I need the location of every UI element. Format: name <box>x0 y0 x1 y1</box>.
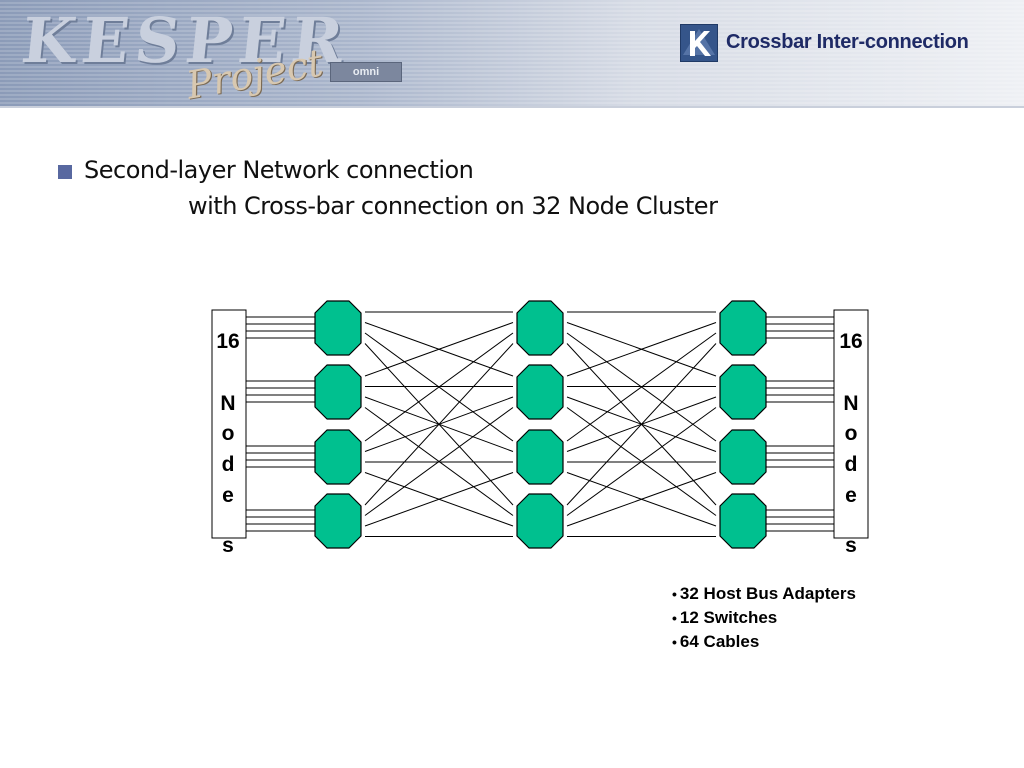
left-nodes-label-letter: o <box>222 422 235 445</box>
header-texture <box>0 0 1024 108</box>
k-logo-icon <box>680 24 718 62</box>
switch <box>719 493 767 549</box>
network-links <box>246 311 834 537</box>
crossbar-link <box>364 407 514 516</box>
bullet-icon: • <box>672 610 677 626</box>
slide-title: Crossbar Inter-connection <box>726 31 969 53</box>
switch <box>314 493 362 549</box>
switches <box>314 300 767 549</box>
crossbar-link <box>566 343 717 506</box>
bullet-icon: • <box>672 586 677 602</box>
crossbar-link <box>364 322 514 377</box>
heading-line-1: Second-layer Network connection <box>84 156 474 184</box>
switch <box>516 493 564 549</box>
crossbar-link <box>566 407 717 516</box>
left-node-rack <box>211 309 247 539</box>
right-nodes-label-letter: d <box>845 453 858 476</box>
crossbar-link <box>566 472 717 527</box>
left-nodes-label-letter: d <box>222 453 235 476</box>
left-nodes-label-letter: e <box>222 484 234 507</box>
switch <box>719 364 767 420</box>
left-nodes-label-letter: s <box>222 534 234 557</box>
crossbar-link <box>566 332 717 442</box>
switch <box>516 429 564 485</box>
right-node-count: 16 <box>839 330 862 353</box>
switch <box>314 364 362 420</box>
switch <box>516 364 564 420</box>
node-racks <box>211 309 869 539</box>
right-node-rack <box>833 309 869 539</box>
left-nodes-label-letter: N <box>220 392 235 415</box>
stats-list: •32 Host Bus Adapters •12 Switches •64 C… <box>672 582 856 654</box>
heading-bullet-icon <box>58 165 72 179</box>
switch <box>314 300 362 356</box>
crossbar-link <box>364 343 514 506</box>
header-divider <box>0 106 1024 108</box>
stat-hba: •32 Host Bus Adapters <box>672 582 856 606</box>
switch <box>314 429 362 485</box>
stat-cables: •64 Cables <box>672 630 856 654</box>
switch <box>719 429 767 485</box>
stat-hba-text: 32 Host Bus Adapters <box>679 584 856 603</box>
header-banner <box>0 0 1024 108</box>
crossbar-link <box>566 322 717 377</box>
right-nodes-label-letter: o <box>845 422 858 445</box>
stat-switches: •12 Switches <box>672 606 856 630</box>
crossbar-link <box>364 332 514 442</box>
heading-line-2: with Cross-bar connection on 32 Node Clu… <box>188 192 718 220</box>
right-nodes-label-letter: s <box>845 534 857 557</box>
switch <box>516 300 564 356</box>
right-nodes-label-letter: e <box>845 484 857 507</box>
bullet-icon: • <box>672 634 677 650</box>
omni-logo-badge: omni <box>330 62 402 82</box>
right-nodes-label-letter: N <box>843 392 858 415</box>
crossbar-link <box>364 472 514 527</box>
stat-switches-text: 12 Switches <box>679 608 778 627</box>
left-node-count: 16 <box>216 330 239 353</box>
stat-cables-text: 64 Cables <box>679 632 760 651</box>
switch <box>719 300 767 356</box>
